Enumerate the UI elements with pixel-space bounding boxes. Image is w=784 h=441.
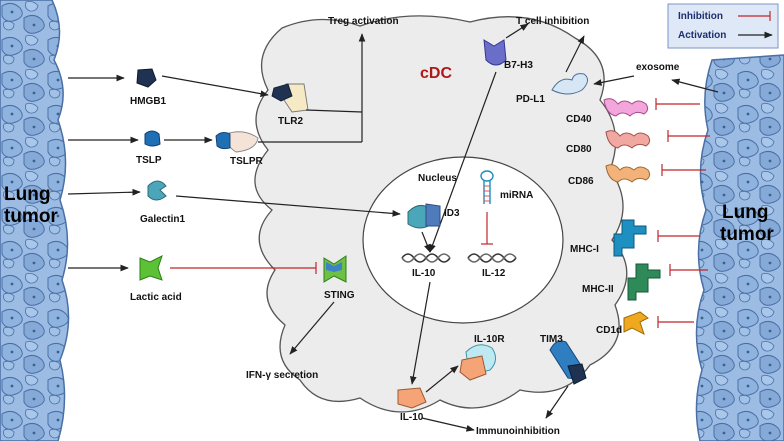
tlr2-label: TLR2 xyxy=(278,116,303,127)
nucleus-label: Nucleus xyxy=(418,173,457,184)
id3-icon xyxy=(407,203,441,229)
cd80-icon xyxy=(605,130,651,149)
il10-icon xyxy=(397,387,427,409)
tslpr-icon xyxy=(215,131,259,153)
b7h3-to-il10-arrow xyxy=(429,71,497,253)
cd1d-icon xyxy=(623,311,649,335)
pdl1-icon xyxy=(551,73,588,95)
legend-activation-label: Activation xyxy=(678,30,726,41)
tslpr-label: TSLPR xyxy=(230,156,264,167)
il10r-icon xyxy=(459,344,496,381)
mhc1-icon xyxy=(613,219,647,257)
cd86-icon xyxy=(605,164,651,183)
treg-activation-label: Treg activation xyxy=(328,16,399,27)
mirna-label: miRNA xyxy=(500,190,533,201)
left-tumor-label-line1: Lung xyxy=(4,184,50,205)
tslp-label: TSLP xyxy=(136,155,162,166)
lactic-acid-icon xyxy=(139,255,163,281)
cdc-label: cDC xyxy=(420,65,452,82)
t-cell-inhibition-label: T cell inhibition xyxy=(516,16,589,27)
sting-label: STING xyxy=(324,290,355,301)
legend-inhibition-label: Inhibition xyxy=(678,11,723,22)
mhc2-icon xyxy=(627,263,661,301)
legend: Inhibition Activation xyxy=(667,3,779,49)
il10-gene-label: IL-10 xyxy=(412,268,436,279)
left-tumor-label-line2: tumor xyxy=(4,206,58,227)
right-tumor xyxy=(695,54,784,441)
pdl1-label: PD-L1 xyxy=(516,94,545,105)
il10r-label: IL-10R xyxy=(474,334,505,345)
lactic-acid-label: Lactic acid xyxy=(130,292,182,303)
cd86-label: CD86 xyxy=(568,176,594,187)
left-tumor xyxy=(0,0,70,441)
mhc1-label: MHC-I xyxy=(570,244,599,255)
il12-dna-icon xyxy=(467,253,517,263)
hmgb1-label: HMGB1 xyxy=(130,96,167,107)
mirna-icon xyxy=(480,170,494,204)
mhc2-label: MHC-II xyxy=(582,284,614,295)
tslp-icon xyxy=(144,130,161,147)
il10-label: IL-10 xyxy=(400,412,424,423)
tim3-icon xyxy=(549,340,587,385)
galectin1-icon xyxy=(147,180,167,201)
b7h3-icon xyxy=(483,39,507,66)
b7h3-label: B7-H3 xyxy=(504,60,533,71)
ifn-secretion-label: IFN-γ secretion xyxy=(246,370,318,381)
id3-label: ID3 xyxy=(444,208,460,219)
sting-icon xyxy=(323,255,347,283)
cd40-label: CD40 xyxy=(566,114,592,125)
tlr2-icon xyxy=(271,83,309,113)
nucleus xyxy=(362,156,564,324)
exosome-label: exosome xyxy=(636,62,680,73)
immunoinhibition-label: Immunoinhibition xyxy=(476,426,560,437)
il12-gene-label: IL-12 xyxy=(482,268,506,279)
cd80-label: CD80 xyxy=(566,144,592,155)
il10-export-arrow xyxy=(410,281,431,385)
sting-to-ifn-arrow xyxy=(289,301,335,355)
cd1d-label: CD1d xyxy=(596,325,622,336)
right-tumor-label-line2: tumor xyxy=(720,224,774,245)
hmgb1-icon xyxy=(136,68,157,88)
tim3-label: TIM3 xyxy=(540,334,563,345)
il10-dna-icon xyxy=(401,253,451,263)
galectin1-label: Galectin1 xyxy=(140,214,185,225)
right-tumor-label-line1: Lung xyxy=(722,202,768,223)
cd40-icon xyxy=(603,98,649,117)
